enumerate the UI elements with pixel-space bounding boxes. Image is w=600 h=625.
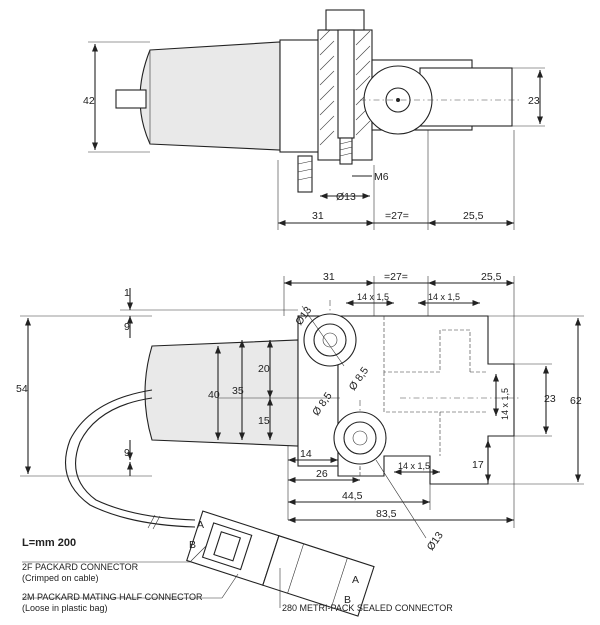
packard-connector: [186, 510, 375, 617]
pin-label-b2: B: [344, 594, 351, 606]
thread-m6-top: [339, 137, 353, 165]
dim-27-top: =27=: [385, 210, 409, 222]
metripack-connector: [262, 535, 375, 617]
dim-25-5-side: 25,5: [481, 271, 502, 283]
dim-26: 26: [316, 468, 328, 480]
dim-14x1-5-bottom: 14 x 1,5: [398, 461, 430, 471]
dim-14x1-5-vertical: 14 x 1,5: [500, 388, 510, 420]
outlet-port-top: [419, 67, 513, 127]
pin-label-a: A: [197, 519, 204, 531]
dim-62: 62: [570, 395, 582, 407]
label-metripack: 280 METRI-PACK SEALED CONNECTOR: [282, 603, 453, 613]
dim-9-top: 9: [124, 321, 130, 333]
dim-23-side: 23: [544, 393, 556, 405]
motor-body-side: [144, 339, 299, 447]
top-view: 42 23 M6 Ø13 31 =27= 25,5: [83, 9, 545, 230]
dim-23-top: 23: [528, 95, 540, 107]
dim-35: 35: [232, 385, 244, 397]
dim-d13-top: Ø13: [336, 191, 356, 203]
dim-15: 15: [258, 415, 270, 427]
dim-27-side: =27=: [384, 271, 408, 283]
screw-head-top: [325, 9, 365, 31]
dim-20: 20: [258, 363, 270, 375]
label-2m-packard-sub: (Loose in plastic bag): [22, 603, 108, 613]
dim-42-top: 42: [83, 95, 95, 107]
dim-1: 1: [124, 287, 130, 299]
dim-31-side: 31: [323, 271, 335, 283]
dim-m6: M6: [374, 171, 389, 183]
cable-length-label: L=mm 200: [22, 537, 76, 549]
dim-14x1-5-a: 14 x 1,5: [357, 292, 389, 302]
dim-25-5-top: 25,5: [463, 210, 484, 222]
dim-17: 17: [472, 459, 484, 471]
motor-shaft-top: [115, 89, 147, 109]
dim-9-bottom: 9: [124, 447, 130, 459]
dim-d40: 40: [208, 389, 220, 401]
label-2m-packard: 2M PACKARD MATING HALF CONNECTOR: [22, 592, 203, 602]
dim-83-5: 83,5: [376, 508, 397, 520]
dim-d13-side-bottom: Ø13: [425, 530, 446, 553]
dim-14: 14: [300, 448, 312, 460]
motor-body-top: [139, 41, 281, 151]
side-view: A B A B 31 =27= 25,5 14 x 1,5 14 x 1,5 Ø…: [16, 271, 584, 617]
label-2f-packard-sub: (Crimped on cable): [22, 573, 99, 583]
pin-top-view: [297, 155, 313, 193]
dim-14x1-5-b: 14 x 1,5: [428, 292, 460, 302]
pin-label-b: B: [189, 539, 196, 551]
dim-54: 54: [16, 383, 28, 395]
label-2f-packard: 2F PACKARD CONNECTOR: [22, 562, 139, 572]
pin-label-a2: A: [352, 574, 359, 586]
flange-top: [279, 39, 321, 153]
dim-31-top: 31: [312, 210, 324, 222]
dim-44-5: 44,5: [342, 490, 363, 502]
